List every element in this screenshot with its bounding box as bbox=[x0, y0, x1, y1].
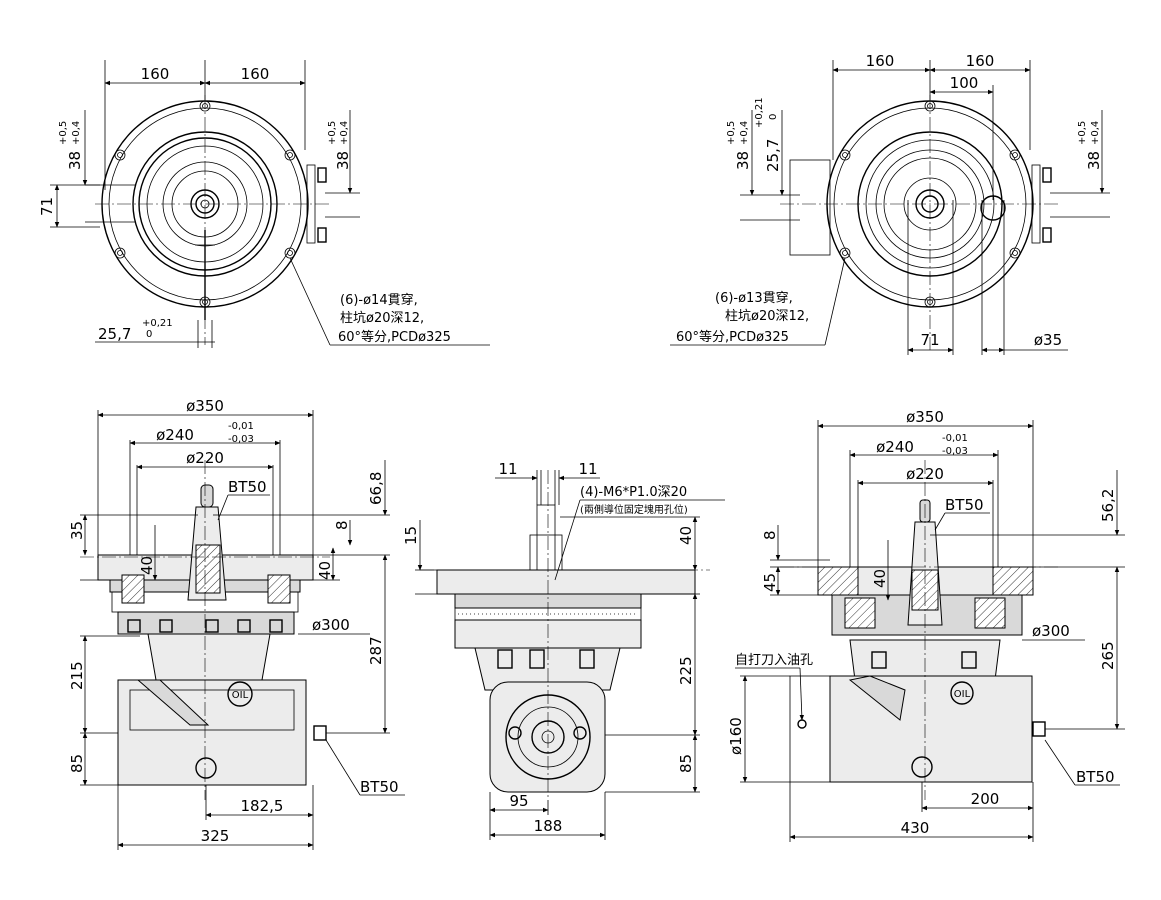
hole-note-line3: 60°等分,PCDø325 bbox=[338, 329, 451, 345]
hole-note-line2: 柱坑ø20深12, bbox=[340, 311, 424, 326]
bolt-holes bbox=[114, 100, 296, 308]
dim-85: 85 bbox=[677, 754, 695, 773]
dim-56-2: 56,2 bbox=[1099, 489, 1117, 522]
dim-215: 215 bbox=[68, 661, 86, 690]
dim-95: 95 bbox=[509, 792, 528, 810]
dim-325: 325 bbox=[201, 827, 230, 845]
dim-height-left-tol-upper: +0,5 bbox=[726, 121, 737, 145]
dim-40-left: 40 bbox=[138, 556, 156, 575]
dim-height-left-tol-upper: +0,5 bbox=[58, 121, 69, 145]
dia-160: ø160 bbox=[727, 717, 745, 755]
dim-height-right-tol-lower: +0,4 bbox=[339, 121, 350, 145]
dim-287: 287 bbox=[367, 636, 385, 665]
dim-height-right-tol-lower: +0,4 bbox=[1090, 121, 1101, 145]
dim-45: 45 bbox=[761, 573, 779, 592]
dia-350: ø350 bbox=[186, 397, 224, 415]
thread-note-line1: (4)-M6*P1.0深20 bbox=[580, 485, 687, 500]
top-left-plan-view: 160 160 38 +0,5 +0,4 71 38 +0,5 +0,4 25,… bbox=[38, 60, 490, 348]
bolt-holes bbox=[839, 100, 1021, 308]
dia-240: ø240 bbox=[876, 438, 914, 456]
dim-188: 188 bbox=[534, 817, 563, 835]
dia-240-tol-lower: -0,03 bbox=[942, 446, 968, 457]
dia-240: ø240 bbox=[156, 426, 194, 444]
dim-height-left: 38 bbox=[734, 151, 752, 170]
dim-85: 85 bbox=[68, 754, 86, 773]
dim-height-left: 38 bbox=[66, 151, 84, 170]
dim-bottom-dia-35: ø35 bbox=[1034, 331, 1062, 349]
dia-300: ø300 bbox=[1032, 622, 1070, 640]
dim-11-left: 11 bbox=[498, 460, 517, 478]
dim-offset-71: 71 bbox=[38, 197, 56, 216]
front-right-view: OIL ø350 ø240 -0,01 -0,03 ø220 BT50 8 45… bbox=[727, 408, 1125, 842]
hole-note-line2: 柱坑ø20深12, bbox=[725, 309, 809, 324]
dim-height-right: 38 bbox=[1085, 151, 1103, 170]
dim-mid-tol-lower: 0 bbox=[768, 114, 779, 120]
dia-220: ø220 bbox=[906, 465, 944, 483]
dim-height-right: 38 bbox=[334, 151, 352, 170]
dia-240-tol-lower: -0,03 bbox=[228, 434, 254, 445]
dim-inner-100: 100 bbox=[950, 74, 979, 92]
oil-label: OIL bbox=[232, 690, 249, 701]
thread-note-line2: (兩側導位固定塊用孔位) bbox=[580, 503, 688, 516]
dim-bottom-71: 71 bbox=[920, 331, 939, 349]
oil-label: OIL bbox=[954, 689, 971, 700]
dim-height-right-tol-upper: +0,5 bbox=[327, 121, 338, 145]
dim-11-right: 11 bbox=[578, 460, 597, 478]
dim-width-left: 160 bbox=[866, 52, 895, 70]
dim-40: 40 bbox=[677, 526, 695, 545]
label-bt50-top: BT50 bbox=[228, 478, 267, 496]
hole-note-line1: (6)-ø13貫穿, bbox=[715, 290, 793, 306]
dia-220: ø220 bbox=[186, 449, 224, 467]
dim-15: 15 bbox=[402, 526, 420, 545]
dim-40: 40 bbox=[871, 569, 889, 588]
dia-240-tol-upper: -0,01 bbox=[942, 433, 968, 444]
dim-width-left: 160 bbox=[141, 65, 170, 83]
dim-bottom-tol-upper: +0,21 bbox=[142, 318, 173, 329]
dim-40-right: 40 bbox=[316, 561, 334, 580]
dim-8: 8 bbox=[761, 530, 779, 540]
dim-bottom-25-7: 25,7 bbox=[98, 325, 131, 343]
oil-hole-note: 自打刀入油孔 bbox=[735, 653, 813, 668]
dim-height-right-tol-upper: +0,5 bbox=[1077, 121, 1088, 145]
label-bt50-bottom: BT50 bbox=[360, 778, 399, 796]
dim-225: 225 bbox=[677, 656, 695, 685]
front-left-view: OIL ø350 ø240 -0,01 -0,03 ø220 BT50 35 4… bbox=[68, 397, 405, 850]
dim-width-right: 160 bbox=[241, 65, 270, 83]
dim-width-right: 160 bbox=[966, 52, 995, 70]
dim-430: 430 bbox=[901, 819, 930, 837]
dim-200: 200 bbox=[971, 790, 1000, 808]
dia-300: ø300 bbox=[312, 616, 350, 634]
label-bt50-top: BT50 bbox=[945, 496, 984, 514]
dim-35: 35 bbox=[68, 521, 86, 540]
dia-240-tol-upper: -0,01 bbox=[228, 421, 254, 432]
dim-mid-25-7: 25,7 bbox=[764, 139, 782, 172]
dim-8: 8 bbox=[333, 520, 351, 530]
dim-bottom-tol-lower: 0 bbox=[146, 329, 152, 340]
dim-height-left-tol-lower: +0,4 bbox=[71, 121, 82, 145]
dim-height-left-tol-lower: +0,4 bbox=[739, 121, 750, 145]
dim-182-5: 182,5 bbox=[241, 797, 284, 815]
dim-66-8: 66,8 bbox=[367, 472, 385, 505]
dim-mid-tol-upper: +0,21 bbox=[754, 97, 765, 128]
hole-note-line3: 60°等分,PCDø325 bbox=[676, 329, 789, 345]
hole-note-line1: (6)-ø14貫穿, bbox=[340, 292, 418, 308]
side-view: 11 11 (4)-M6*P1.0深20 (兩側導位固定塊用孔位) 15 40 … bbox=[402, 460, 725, 840]
dim-265: 265 bbox=[1099, 641, 1117, 670]
label-bt50-bottom: BT50 bbox=[1076, 768, 1115, 786]
top-right-plan-view: 160 160 100 38 +0,5 +0,4 25,7 +0,21 0 38… bbox=[670, 52, 1110, 355]
dia-350: ø350 bbox=[906, 408, 944, 426]
